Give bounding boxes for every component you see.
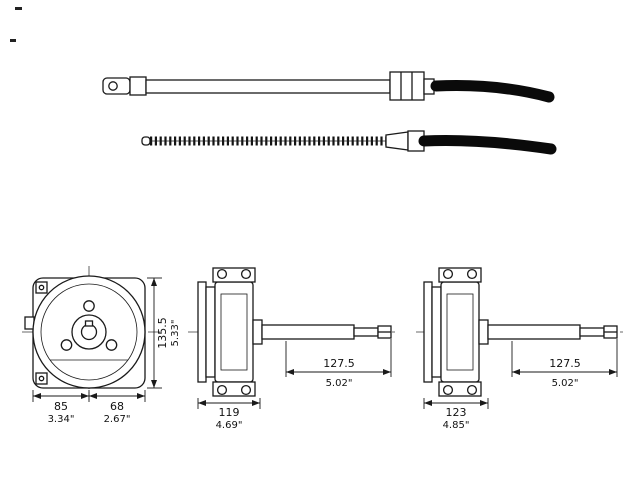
arrowhead — [286, 369, 294, 375]
bolt-head — [442, 384, 454, 396]
clevis-pin-hole — [108, 81, 118, 91]
dimension-side-a-body: 119 4.69" — [197, 398, 261, 431]
coupler-nut — [389, 71, 425, 101]
dim-front-width-right-mm: 68 — [110, 400, 124, 413]
outer-cable-jacket — [430, 79, 555, 103]
housing-detail — [446, 293, 474, 371]
arrowhead — [33, 393, 41, 399]
dim-front-width-left-mm: 85 — [54, 400, 68, 413]
keyway-slot — [84, 320, 94, 327]
bolt-head — [216, 268, 228, 280]
shaft-tube — [487, 324, 581, 340]
arrowhead — [81, 393, 89, 399]
dimension-front-width: 85 3.34" 68 2.67" — [32, 390, 146, 425]
dimension-side-b-body: 123 4.85" — [423, 398, 489, 431]
helm-side-view-a — [188, 267, 398, 397]
cable-clevis-end — [102, 77, 131, 95]
dimension-side-a-shaft: 127.5 5.02" — [285, 339, 392, 389]
arrowhead — [609, 369, 617, 375]
shaft-collar — [478, 319, 489, 345]
artifact-mark — [15, 7, 22, 10]
dim-front-height-mm: 135.5 — [156, 317, 169, 349]
mount-ear — [35, 281, 48, 294]
steering-cable-lower — [141, 130, 557, 155]
arrowhead — [512, 369, 520, 375]
hub-circle — [71, 314, 107, 350]
arrowhead — [252, 400, 260, 406]
bezel-plate — [423, 281, 433, 383]
dim-side-b-shaft-in: 5.02" — [552, 378, 579, 389]
arrowhead — [89, 393, 97, 399]
core-ferrule — [385, 131, 409, 151]
bolt-head — [466, 384, 478, 396]
cable-collar — [129, 76, 147, 96]
bolt-hole — [60, 339, 73, 351]
arrowhead — [198, 400, 206, 406]
arrowhead — [151, 278, 157, 286]
bolt-head — [240, 384, 252, 396]
helm-front-view — [22, 266, 160, 400]
mount-hole — [38, 284, 45, 291]
dim-side-b-shaft-mm: 127.5 — [549, 357, 581, 370]
dim-side-a-body-in: 4.69" — [216, 420, 243, 431]
dim-side-a-shaft-in: 5.02" — [326, 378, 353, 389]
dim-front-width-left-in: 3.34" — [48, 414, 75, 425]
arrowhead — [137, 393, 145, 399]
dim-side-a-shaft-mm: 127.5 — [323, 357, 355, 370]
dim-side-b-body-mm: 123 — [446, 406, 467, 419]
housing-detail — [220, 293, 248, 371]
shaft-tube — [261, 324, 355, 340]
helm-side-view-b — [416, 267, 624, 397]
dim-side-a-body-mm: 119 — [219, 406, 240, 419]
shaft-collar — [252, 319, 263, 345]
dimension-side-b-shaft: 127.5 5.02" — [511, 339, 618, 389]
bolt-hole — [83, 300, 95, 312]
bezel-plate — [205, 286, 216, 378]
core-tip — [141, 136, 151, 146]
outer-cable-jacket — [418, 134, 557, 155]
dim-front-height-in: 5.33" — [170, 320, 181, 347]
arrowhead — [383, 369, 391, 375]
arrowhead — [480, 400, 488, 406]
bezel-inner-circle — [40, 283, 138, 381]
shaft-step — [353, 327, 379, 337]
dimension-front-height: 135.5 5.33" — [147, 277, 181, 389]
bezel-plate — [197, 281, 207, 383]
shaft-hole — [80, 323, 98, 341]
bolt-head — [240, 268, 252, 280]
dim-front-width-right-in: 2.67" — [104, 414, 131, 425]
mount-ear — [35, 372, 48, 385]
arrowhead — [151, 380, 157, 388]
cable-outer-tube — [145, 79, 391, 94]
artifact-mark — [10, 39, 16, 42]
bolt-hole — [105, 339, 118, 351]
scan-artifacts — [10, 7, 22, 42]
bolt-head — [466, 268, 478, 280]
bolt-head — [442, 268, 454, 280]
shaft-step — [579, 327, 605, 337]
arrowhead — [424, 400, 432, 406]
bolt-head — [216, 384, 228, 396]
steering-cable-upper — [102, 71, 555, 103]
bezel-plate — [431, 286, 442, 378]
mount-hole — [38, 375, 45, 382]
dim-side-b-body-in: 4.85" — [443, 420, 470, 431]
